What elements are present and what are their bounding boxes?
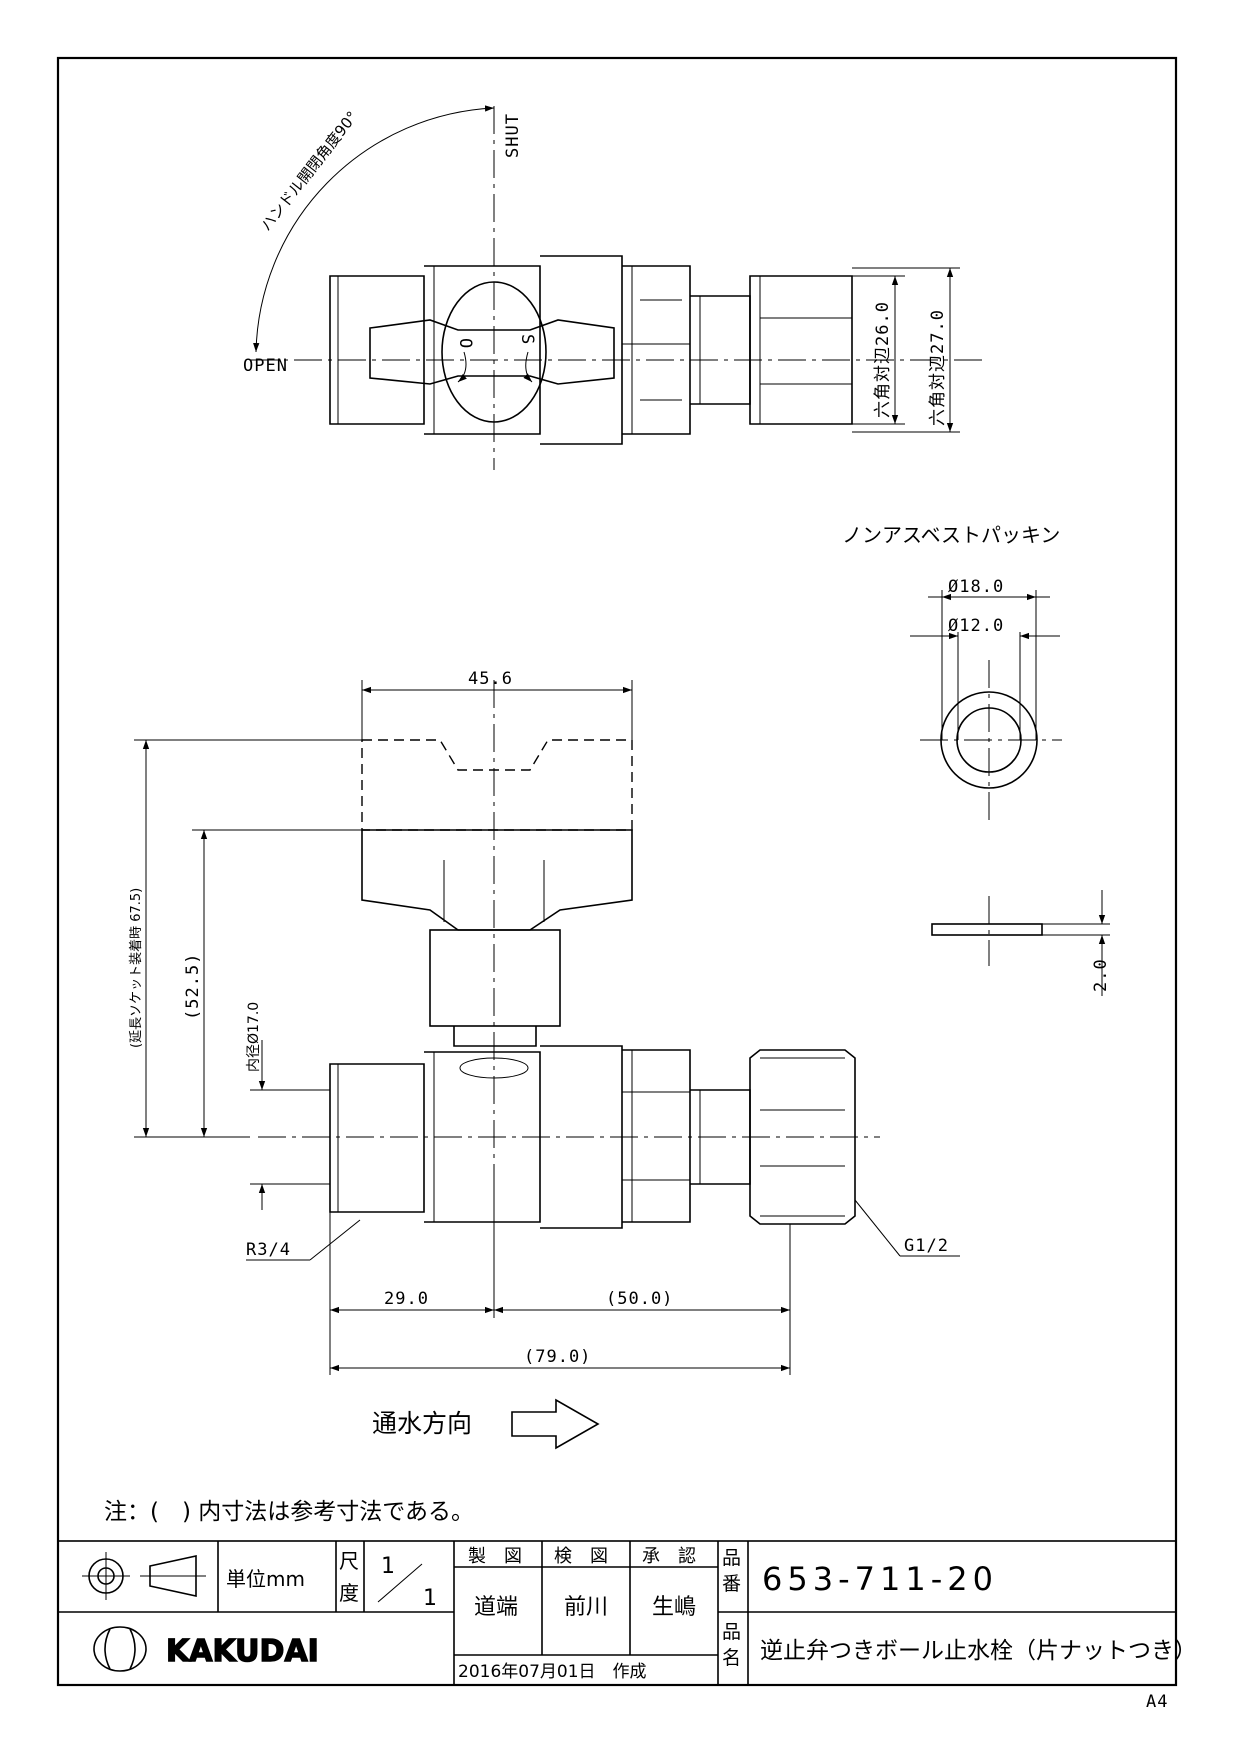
height-525-label: (52.5) xyxy=(183,953,203,1020)
handle-s-label: S xyxy=(517,334,537,345)
approve-label: 承 認 xyxy=(642,1546,696,1567)
name-label-2: 名 xyxy=(722,1647,741,1669)
handle-angle-arc xyxy=(253,105,495,353)
scale-label-1: 尺 xyxy=(339,1549,359,1573)
packing-title: ノンアスベストパッキン xyxy=(842,523,1060,547)
made-label: 製 図 xyxy=(468,1546,522,1567)
brand-logo-text: KAKUDAI xyxy=(166,1634,319,1669)
part-no-label-2: 番 xyxy=(722,1573,741,1595)
shut-label: SHUT xyxy=(503,113,523,158)
handle-angle-label: ハンドル開閉角度90° xyxy=(257,108,361,235)
product-name: 逆止弁つきボール止水栓（片ナットつき） xyxy=(760,1638,1197,1664)
sheet-size-label: A4 xyxy=(1146,1692,1168,1712)
made-by: 道端 xyxy=(474,1595,518,1620)
len-29-label: 29.0 xyxy=(384,1289,429,1309)
kakudai-logo-icon: KAKUDAI xyxy=(93,1626,320,1672)
note-text: 注：( ) 内寸法は参考寸法である。 xyxy=(104,1499,474,1525)
len-50-label: (50.0) xyxy=(606,1289,673,1309)
bore-label: 内径Ø17.0 xyxy=(246,1002,262,1072)
packing-thickness-label: 2.0 xyxy=(1091,958,1111,992)
hex27-label: 六角対辺27.0 xyxy=(928,309,948,426)
packing-inner-label: Ø12.0 xyxy=(948,616,1004,636)
packing-outer-label: Ø18.0 xyxy=(948,577,1004,597)
len-79-label: (79.0) xyxy=(524,1347,591,1367)
flow-direction-label: 通水方向 xyxy=(372,1409,472,1438)
projection-symbol-icon xyxy=(82,1552,206,1600)
check-label: 検 図 xyxy=(554,1546,608,1567)
checked-by: 前川 xyxy=(564,1595,608,1620)
scale-label-2: 度 xyxy=(339,1581,359,1605)
packing-detail: ノンアスベストパッキン Ø18.0 Ø12.0 2.0 xyxy=(842,523,1111,996)
extension-handle xyxy=(361,739,633,831)
title-block: 単位mm 尺 度 1 1 KAKUDAI 製 図 検 図 承 認 道端 前川 生… xyxy=(57,1540,1197,1686)
handle-o-label: O xyxy=(455,338,475,349)
handle-lever xyxy=(369,319,615,385)
front-view: 45.6 (延長ソケット装着時 67.5) (52.5) 内径Ø17.0 R3/… xyxy=(128,669,960,1450)
thread-inlet-label: R3/4 xyxy=(246,1240,291,1260)
open-label: OPEN xyxy=(243,356,288,376)
hex26-label: 六角対辺26.0 xyxy=(873,301,893,418)
width-456-label: 45.6 xyxy=(468,669,513,689)
unit-label: 単位mm xyxy=(226,1567,305,1591)
sheet-border xyxy=(56,56,1178,1687)
front-handle xyxy=(361,829,633,931)
scale-den: 1 xyxy=(423,1586,437,1611)
part-number: 653-711-20 xyxy=(762,1560,998,1598)
name-label-1: 品 xyxy=(722,1621,741,1643)
scale-num: 1 xyxy=(381,1554,395,1579)
flow-arrow-icon xyxy=(511,1398,600,1450)
height-675-label: (延長ソケット装着時 67.5) xyxy=(128,888,144,1048)
drawing-date: 2016年07月01日 作成 xyxy=(458,1662,647,1682)
approved-by: 生嶋 xyxy=(652,1595,696,1620)
top-view: ハンドル開閉角度90° SHUT OPEN O S 六 xyxy=(243,105,985,470)
part-no-label-1: 品 xyxy=(722,1547,741,1569)
thread-outlet-label: G1/2 xyxy=(904,1236,949,1256)
